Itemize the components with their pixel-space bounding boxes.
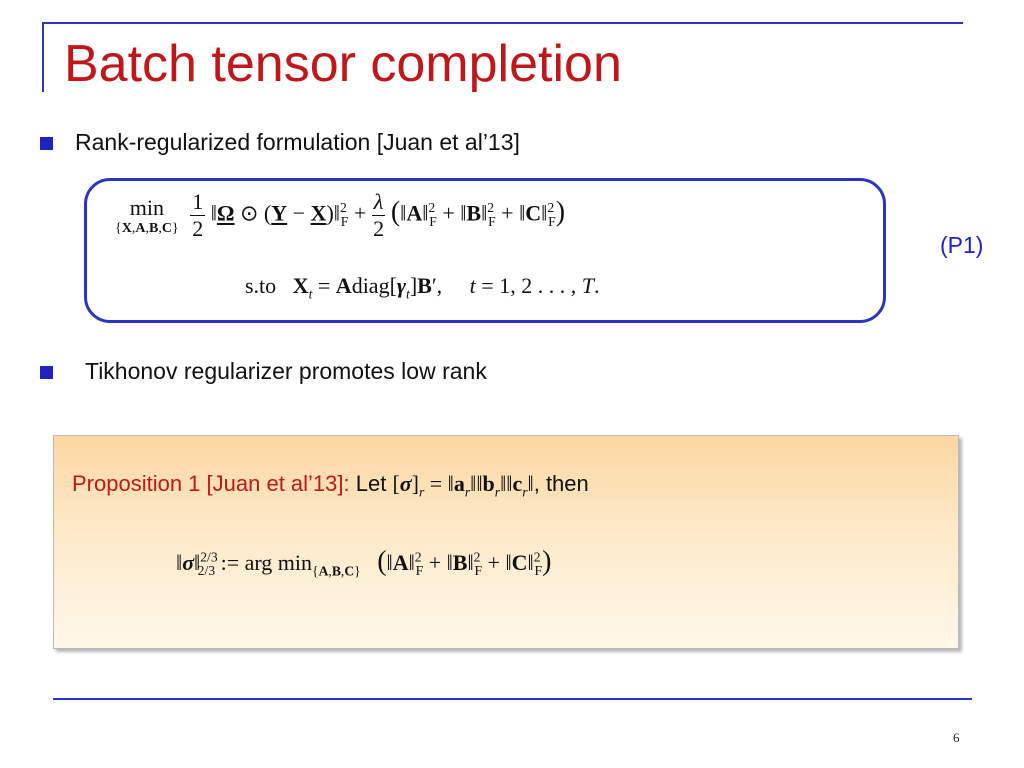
- top-rule: [42, 22, 963, 24]
- proposition-box: Proposition 1 [Juan et al’13]: Let [σ]r …: [53, 435, 959, 649]
- proposition-let: Let: [349, 471, 393, 496]
- bottom-rule: [53, 698, 972, 700]
- bullet-text-2: Tikhonov regularizer promotes low rank: [85, 358, 487, 384]
- slide-title: Batch tensor completion: [64, 35, 622, 93]
- bullet-square-icon: [40, 366, 53, 379]
- proposition-definition: [σ]r = ‖ar‖‖br‖‖cr‖: [392, 471, 534, 500]
- formula-constraint: s.to Xt = Adiag[γt]B′, t = 1, 2 . . . , …: [245, 273, 600, 302]
- page-number: 6: [953, 730, 960, 745]
- bullet-text-1: Rank-regularized formulation [Juan et al…: [75, 129, 520, 155]
- proposition-statement: Proposition 1 [Juan et al’13]: Let [σ]r …: [72, 471, 589, 500]
- proposition-formula: ‖σ‖2/32/3 := arg min{A,B,C} (‖A‖2F + ‖B‖…: [176, 546, 552, 579]
- formula-tag: (P1): [940, 232, 984, 258]
- proposition-label: Proposition 1 [Juan et al’13]:: [72, 471, 350, 496]
- side-rule: [42, 22, 44, 92]
- proposition-then: , then: [533, 471, 589, 496]
- bullet-square-icon: [40, 137, 53, 150]
